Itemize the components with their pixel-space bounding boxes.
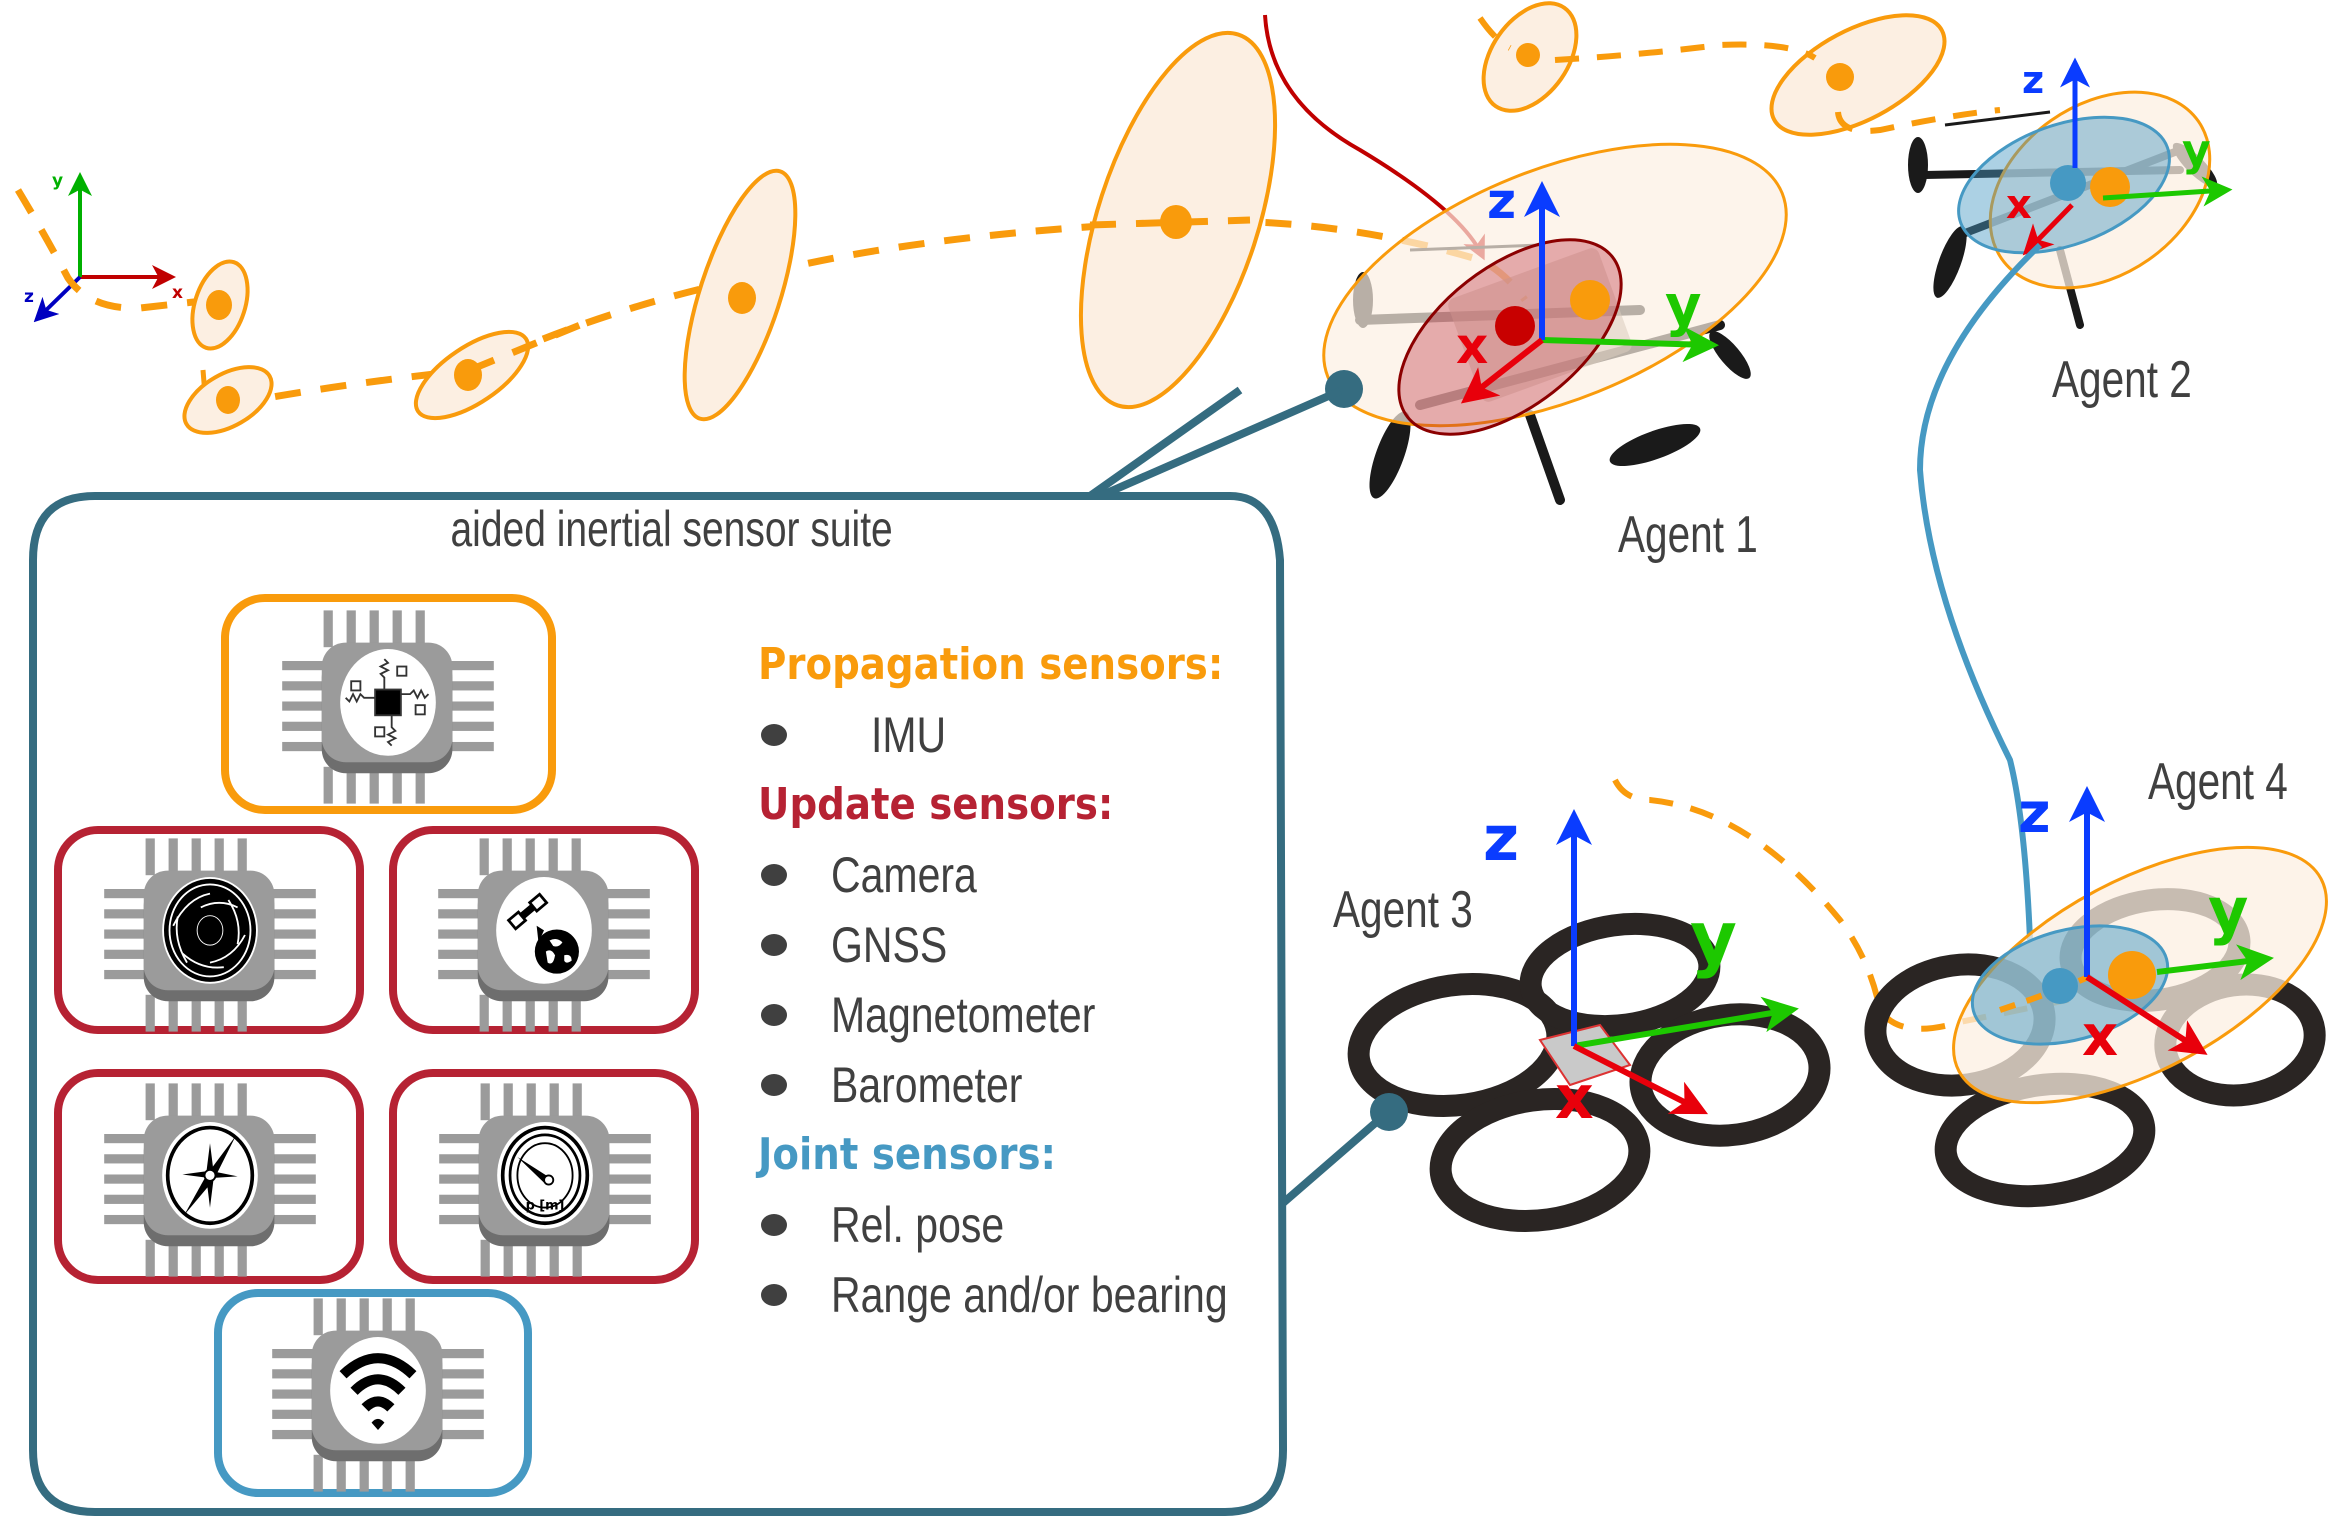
world-y-label: y [52,171,63,191]
agent2-joint-estimate [2050,165,2086,201]
legend-item-range-bearing: Range and/or bearing [831,1267,1228,1323]
agent1-update-estimate [1495,306,1535,346]
connector-agent3 [1280,1108,1391,1207]
agent2-z-label: z [2022,58,2044,102]
bullet-icon [761,864,787,886]
agent3-y-axis [1573,996,1799,1049]
agent2-propagated-estimate [2090,167,2130,207]
agent1-label: Agent 1 [1618,506,1758,564]
agent3-label: Agent 3 [1333,881,1473,939]
agent3-z-label: z [1483,802,1519,875]
gnss-chip-card [389,826,699,1034]
bullet-icon [761,1074,787,1096]
camera-chip-card [54,826,364,1034]
legend-item-magnetometer: Magnetometer [831,987,1096,1043]
sensor-suite-title: aided inertial sensor suite [450,501,893,557]
sensor-suite-frame [29,370,1408,1516]
agent1-drone: z y x [1322,142,1788,505]
joint-sensor-chip-card [214,1289,532,1497]
barometer-unit-label: p [m] [526,1198,565,1213]
world-x-label: x [172,283,183,303]
state-estimate-dot [1160,205,1192,239]
agent4-y-label: y [2208,874,2248,947]
state-estimate-dot [216,386,240,414]
agent2-drone: z y x [1908,57,2233,329]
legend-item-imu: IMU [871,707,947,763]
legend-propagation-header: Propagation sensors: [758,639,1224,690]
camera-aperture-icon [164,878,256,982]
agent2-trajectory [1477,1,2001,137]
legend-item-gnss: GNSS [831,917,948,973]
legend-item: Barometer [758,1050,1278,1120]
agent4-x-axis [2085,974,2208,1055]
imu-chip-card [221,594,556,814]
bullet-icon [761,1284,787,1306]
satellite-globe-icon [506,892,579,974]
bullet-icon [761,934,787,956]
sensor-suite-box [29,492,1288,1516]
uncertainty-ellipse [1769,13,1947,137]
wifi-icon [339,1353,417,1430]
agent2-y-axis [2102,176,2233,207]
agent4-propagated-estimate [2108,951,2156,999]
imu-spring-mass-icon [345,658,430,747]
legend-item-rel-pose: Rel. pose [831,1197,1005,1253]
agent1-z-label: z [1487,172,1516,230]
state-estimate-dot [206,290,232,320]
agent3-drone: z y x [1347,802,1831,1233]
legend-item: IMU [758,700,1278,770]
agent2-x-label: x [2006,182,2032,228]
connector-agent1 [1087,386,1243,500]
agent1-propagated-estimate [1570,280,1610,320]
state-estimate-dot [1516,43,1540,67]
agent4-drone: z y x [1864,781,2328,1208]
agent1-trajectory [14,30,1528,435]
relative-measurement-link [1916,242,2043,941]
agent1-y-label: y [1665,274,1702,339]
state-estimate-dot [1826,63,1854,91]
connector-anchor-agent3 [1370,1093,1408,1131]
legend-item: Range and/or bearing [758,1260,1278,1330]
legend-item-barometer: Barometer [831,1057,1023,1113]
magnetometer-chip-card [54,1069,364,1284]
agent2-x-axis [2022,203,2074,256]
world-z-label: z [24,287,34,307]
agent4-label: Agent 4 [2148,753,2288,811]
legend-item-camera: Camera [831,847,977,903]
agent3-x-axis [1572,1043,1709,1115]
agent4-y-axis [2156,944,2274,981]
pressure-gauge-icon: p [m] [500,1125,590,1226]
legend-item: Magnetometer [758,980,1278,1050]
sensor-legend: Propagation sensors: IMU Update sensors:… [758,630,1278,1330]
agent3-y-label: y [1690,896,1737,980]
compass-icon [165,1125,255,1226]
agent4-z-label: z [2018,781,2051,846]
bullet-icon [761,724,787,746]
legend-item: Camera [758,840,1278,910]
agent3-x-label: x [1555,1063,1594,1133]
agent1-uncertainty-ellipse [1322,142,1788,428]
legend-joint-header: Joint sensors: [758,1129,1056,1180]
state-estimate-dot [454,359,482,391]
agent4-x-label: x [2082,1004,2118,1069]
barometer-chip-card: p [m] [389,1069,699,1284]
agent2-y-label: y [2182,125,2211,176]
bullet-icon [761,1004,787,1026]
legend-update-header: Update sensors: [758,779,1114,830]
legend-item: Rel. pose [758,1190,1278,1260]
agent1-x-axis [1460,337,1544,404]
legend-item: GNSS [758,910,1278,980]
connector-anchor-agent1 [1325,370,1363,408]
agent1-x-label: x [1456,317,1488,375]
agent2-label: Agent 2 [2052,351,2192,409]
agent1-y-axis [1541,326,1719,363]
state-estimate-dot [728,282,756,314]
agent4-joint-estimate [2042,968,2078,1004]
bullet-icon [761,1214,787,1236]
